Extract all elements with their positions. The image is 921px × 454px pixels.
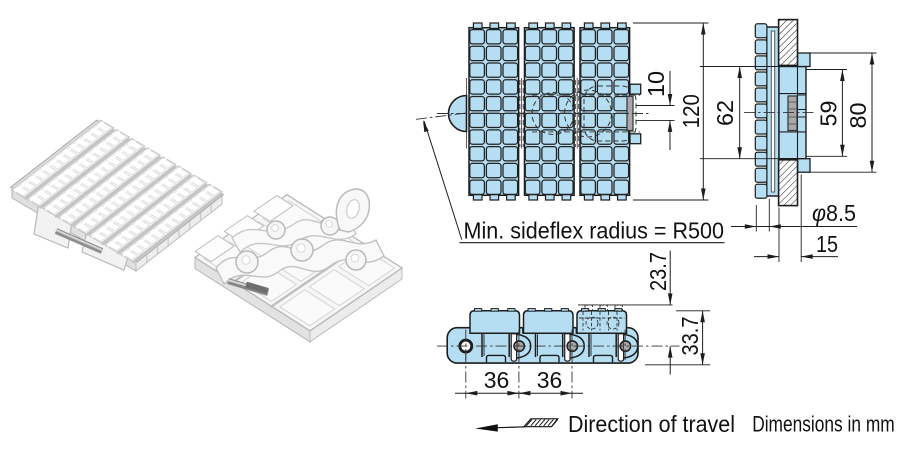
svg-text:φ8.5: φ8.5 [812, 200, 856, 226]
svg-text:59: 59 [815, 101, 841, 127]
svg-text:Direction of travel: Direction of travel [568, 411, 735, 437]
svg-text:33.7: 33.7 [677, 317, 703, 356]
svg-text:15: 15 [816, 231, 838, 257]
svg-text:23.7: 23.7 [645, 252, 671, 291]
svg-text:36: 36 [537, 367, 563, 393]
svg-text:80: 80 [845, 103, 871, 129]
svg-text:120: 120 [678, 94, 704, 128]
svg-text:10: 10 [643, 71, 669, 97]
svg-text:Dimensions in mm: Dimensions in mm [752, 412, 895, 437]
svg-text:Min. sideflex radius = R500: Min. sideflex radius = R500 [464, 218, 725, 244]
svg-text:36: 36 [484, 367, 510, 393]
svg-text:62: 62 [712, 100, 738, 126]
